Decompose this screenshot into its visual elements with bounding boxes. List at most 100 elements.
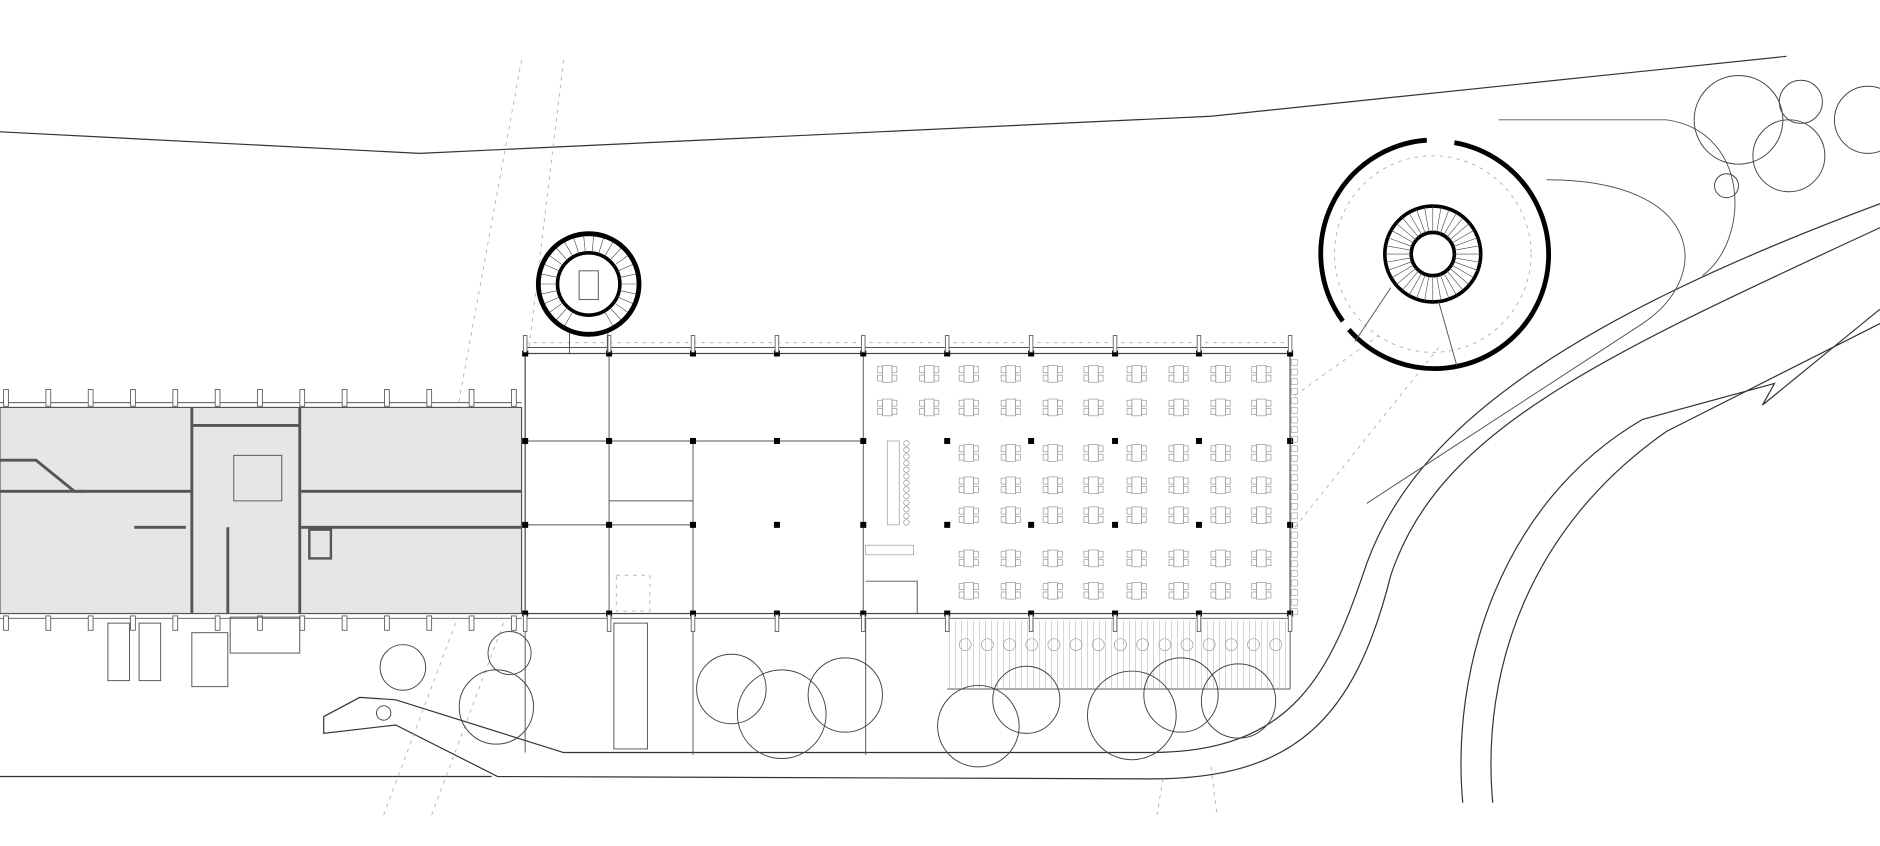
chair	[1057, 408, 1063, 415]
chair	[1057, 583, 1063, 590]
chair	[1141, 486, 1147, 493]
facade-fin	[1291, 512, 1298, 520]
column	[860, 521, 867, 528]
chair	[1015, 366, 1021, 374]
chair	[1097, 507, 1104, 515]
dashed-lines	[383, 59, 1440, 815]
column	[606, 521, 613, 528]
chair	[1251, 477, 1257, 485]
chair	[958, 550, 965, 558]
chair	[1224, 550, 1231, 558]
table	[1256, 506, 1267, 525]
stair-step	[1436, 206, 1442, 233]
chair	[1251, 445, 1257, 453]
chair	[1168, 453, 1175, 461]
chair	[958, 516, 965, 523]
chair	[1000, 550, 1007, 558]
chair	[1057, 559, 1063, 566]
chair	[1265, 453, 1272, 461]
tree	[1693, 75, 1784, 165]
bar-stool	[903, 473, 910, 480]
facade-fin	[511, 389, 517, 407]
chair	[1141, 477, 1147, 485]
facade-fin	[1291, 455, 1298, 462]
hall	[522, 335, 1298, 755]
chair	[1015, 516, 1021, 523]
table	[1131, 506, 1142, 525]
table	[882, 398, 893, 417]
chair	[1224, 486, 1231, 493]
chair	[973, 366, 979, 374]
chair	[1097, 399, 1104, 407]
facade-fin	[1291, 541, 1298, 548]
stair-step	[1391, 229, 1415, 244]
stair-step	[1446, 217, 1464, 238]
column	[1287, 521, 1294, 528]
tree	[992, 665, 1061, 734]
chair	[1265, 550, 1272, 558]
stair-step	[1416, 208, 1426, 234]
chair	[1042, 374, 1049, 382]
chair	[1097, 408, 1104, 415]
chair	[973, 507, 979, 515]
column	[606, 437, 613, 444]
chair	[1097, 591, 1104, 599]
chair	[1126, 399, 1133, 407]
chair	[1210, 516, 1217, 523]
table	[1005, 549, 1016, 568]
column	[1028, 610, 1035, 617]
chair	[919, 408, 925, 415]
chair	[933, 399, 940, 407]
terrace-table	[1003, 638, 1016, 652]
chair	[1141, 408, 1147, 415]
column	[1028, 437, 1035, 444]
terrace-table	[1158, 638, 1172, 652]
chair	[1210, 583, 1217, 590]
chair	[1097, 445, 1104, 453]
chair	[1251, 486, 1257, 493]
column	[690, 350, 697, 357]
chair	[1210, 591, 1217, 599]
chair	[1083, 591, 1090, 599]
table	[1131, 444, 1142, 462]
chair	[958, 399, 965, 407]
chair	[1251, 591, 1257, 599]
chair	[877, 399, 883, 407]
chair	[1251, 374, 1257, 382]
tree	[807, 657, 883, 733]
facade-fin	[690, 614, 696, 632]
stair-step	[549, 255, 564, 266]
chair	[1097, 366, 1104, 374]
chair	[958, 366, 965, 374]
column	[860, 437, 867, 444]
column	[773, 350, 780, 357]
chair	[958, 374, 965, 382]
stair-step	[1385, 245, 1412, 251]
table	[1131, 476, 1142, 495]
chair	[877, 408, 883, 415]
chair	[1141, 591, 1147, 599]
column	[1112, 437, 1119, 444]
chair	[1210, 366, 1217, 374]
facade-fin	[1291, 378, 1298, 385]
table	[1256, 476, 1267, 495]
table	[1173, 549, 1184, 568]
chair	[958, 559, 965, 566]
stair-step	[1452, 261, 1478, 271]
facade-fin	[774, 335, 780, 353]
column	[522, 350, 529, 357]
terrace-table	[1114, 638, 1127, 652]
column	[606, 610, 613, 617]
chair	[1168, 399, 1175, 407]
facade-fin	[1028, 614, 1034, 632]
chair	[1210, 507, 1217, 515]
chair	[1251, 583, 1257, 590]
facade-fin	[1028, 335, 1034, 353]
table	[1215, 549, 1226, 568]
table	[1173, 398, 1184, 417]
chair	[1224, 591, 1231, 599]
chair	[973, 453, 979, 461]
chair	[1126, 559, 1133, 566]
table	[1215, 365, 1226, 383]
stair-step	[604, 310, 613, 326]
